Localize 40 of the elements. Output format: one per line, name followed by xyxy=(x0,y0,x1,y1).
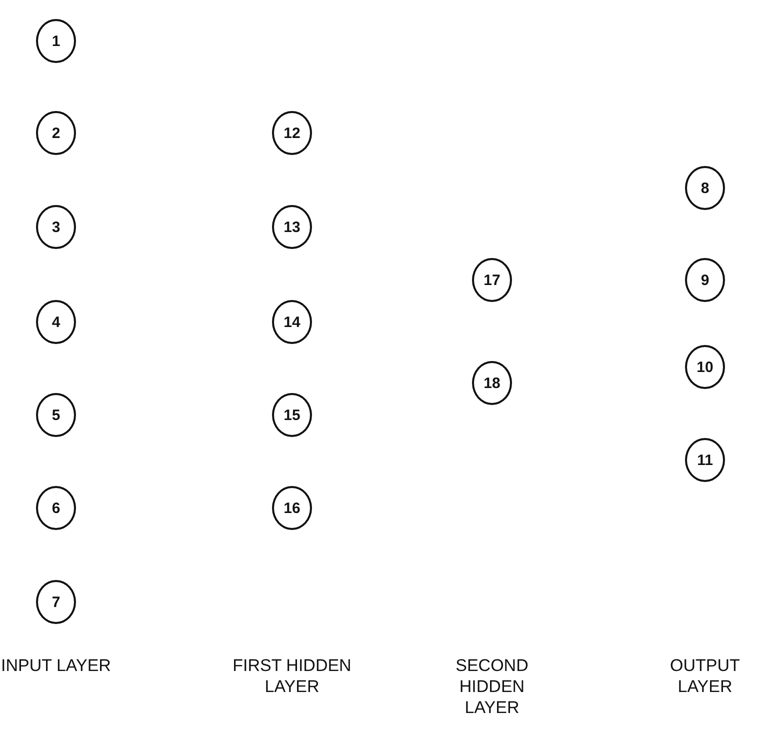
node-number: 10 xyxy=(696,358,714,376)
layer-label: OUTPUT LAYER xyxy=(669,655,741,697)
neuron-circle xyxy=(472,361,512,405)
neuron-circle xyxy=(36,111,76,155)
neuron-circle xyxy=(272,205,312,249)
neuron-circle xyxy=(272,111,312,155)
layer-label: SECOND HIDDEN LAYER xyxy=(454,655,530,718)
neuron-circle xyxy=(36,393,76,437)
node-number: 4 xyxy=(52,314,60,330)
node-number: 3 xyxy=(52,218,60,236)
node-number: 13 xyxy=(284,218,300,236)
node-number: 17 xyxy=(484,272,500,288)
node-number: 16 xyxy=(284,500,300,516)
node-number: 12 xyxy=(284,124,300,142)
neuron-circle xyxy=(472,258,512,302)
node-number: 1 xyxy=(52,32,60,50)
neuron-circle xyxy=(36,300,76,344)
layer-label: FIRST HIDDEN LAYER xyxy=(232,655,352,697)
node-number: 5 xyxy=(52,406,60,424)
node-number: 9 xyxy=(700,272,710,288)
node-number: 14 xyxy=(284,314,300,330)
neuron-circle xyxy=(685,166,725,210)
neuron-circle xyxy=(272,300,312,344)
neuron-circle xyxy=(272,393,312,437)
neuron-circle xyxy=(685,258,725,302)
neuron-circle xyxy=(36,19,76,63)
node-number: 18 xyxy=(484,374,500,392)
node-number: 8 xyxy=(700,180,710,196)
neuron-circle xyxy=(36,580,76,624)
node-number: 6 xyxy=(52,500,60,516)
node-number: 7 xyxy=(52,594,60,610)
layer-label: INPUT LAYER xyxy=(0,655,112,676)
neuron-circle xyxy=(685,438,725,482)
neuron-circle xyxy=(272,486,312,530)
node-number: 2 xyxy=(52,124,60,142)
neuron-circle xyxy=(36,486,76,530)
neuron-circle xyxy=(36,205,76,249)
neuron-circle xyxy=(685,345,725,389)
node-number: 11 xyxy=(697,452,713,468)
node-number: 15 xyxy=(284,406,300,424)
